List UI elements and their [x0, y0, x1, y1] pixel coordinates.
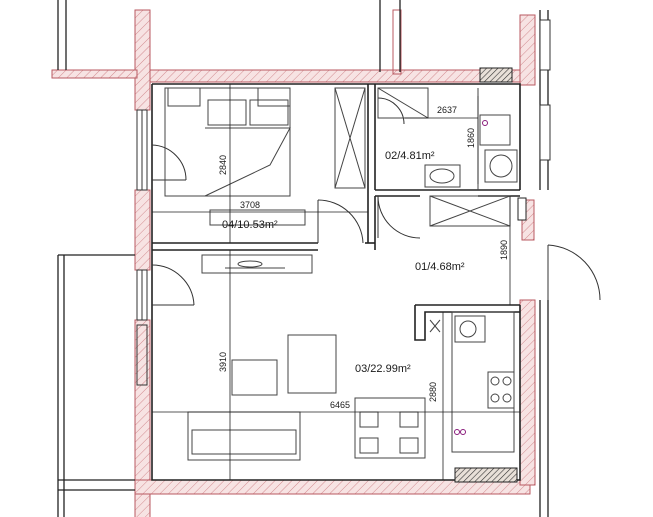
dimension-lines [152, 84, 520, 480]
dining-table [354, 397, 426, 459]
wardrobe [334, 87, 366, 189]
dim-living-width: 6465 [330, 400, 350, 410]
room-label-02: 02/4.81m² [385, 150, 435, 162]
nightstand [167, 87, 201, 107]
dim-kitchen-height: 2880 [428, 382, 438, 402]
room-label-04: 04/10.53m² [222, 219, 278, 231]
bathroom-fixtures [377, 87, 518, 190]
outlets [454, 120, 488, 435]
dim-bath-width: 2637 [437, 105, 457, 115]
coffee-table [231, 359, 278, 396]
pillow [207, 99, 247, 126]
living-furniture [187, 254, 426, 461]
hall-kitchen-fixtures [429, 195, 527, 453]
dim-living-height: 3910 [218, 352, 228, 372]
washbasin [424, 164, 461, 188]
desk [209, 209, 306, 226]
windows [136, 19, 551, 386]
interior-walls [151, 83, 521, 481]
tv-unit [201, 254, 313, 274]
washing-machine [484, 149, 518, 183]
bedroom-furniture [164, 87, 366, 226]
armchair [287, 334, 337, 394]
chair [359, 411, 379, 428]
cooktop [487, 371, 515, 409]
radiators [454, 67, 518, 483]
nightstand [257, 87, 291, 107]
chair [399, 437, 419, 454]
doors [151, 97, 601, 306]
dim-bath-height: 1860 [466, 128, 476, 148]
shower [377, 87, 429, 119]
room-label-03: 03/22.99m² [355, 363, 411, 375]
dim-bedroom-width: 3708 [240, 200, 260, 210]
chair [399, 411, 419, 428]
pillow [249, 99, 289, 126]
sofa [187, 411, 301, 461]
room-label-01: 01/4.68m² [415, 261, 465, 273]
dim-hall-height: 1890 [499, 240, 509, 260]
sink [454, 315, 486, 343]
bed [164, 87, 291, 197]
chair [359, 437, 379, 454]
outer-walls [51, 9, 536, 517]
dim-bedroom-height: 2840 [218, 155, 228, 175]
toilet [479, 114, 511, 146]
